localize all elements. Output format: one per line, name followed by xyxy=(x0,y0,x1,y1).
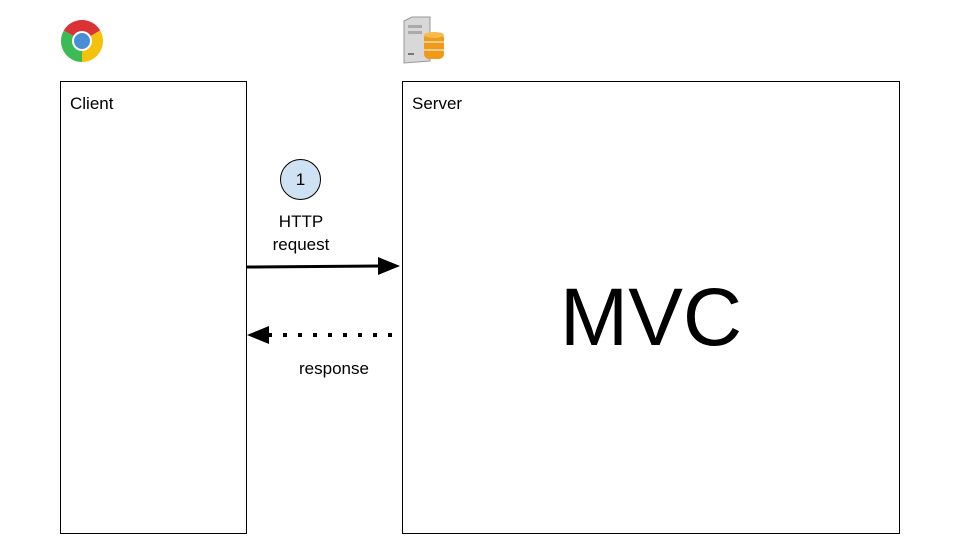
response-arrow xyxy=(247,326,402,344)
request-line2: request xyxy=(272,235,330,254)
server-box: Server MVC xyxy=(402,81,900,534)
chrome-icon xyxy=(60,19,104,63)
response-label: response xyxy=(299,359,369,378)
request-line1: HTTP xyxy=(278,212,324,231)
server-icon xyxy=(403,16,444,64)
request-arrow xyxy=(246,257,400,275)
http-request-label: HTTP request xyxy=(251,210,351,256)
client-label: Client xyxy=(70,94,114,113)
step-number-badge: 1 xyxy=(280,159,321,200)
mvc-label: MVC xyxy=(559,272,743,363)
client-box: Client xyxy=(60,81,247,534)
server-label: Server xyxy=(412,94,463,113)
